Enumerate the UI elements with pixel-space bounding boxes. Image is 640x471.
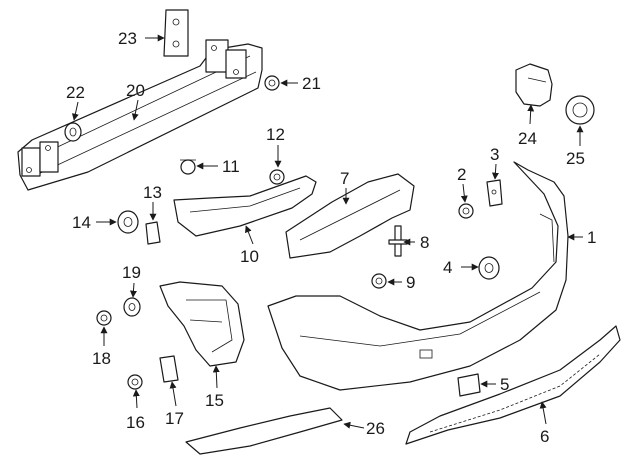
retainer-17: [159, 355, 179, 383]
grommet-25: [565, 95, 595, 125]
callout-8: 8: [420, 233, 429, 252]
callout-11: 11: [222, 157, 240, 176]
block-5: [457, 373, 481, 397]
bumper-cover-1: [267, 161, 569, 391]
callout-25: 25: [566, 149, 585, 168]
reinforcement-beam-part: [17, 39, 263, 191]
callout-12: 12: [266, 125, 285, 144]
callout-17: 17: [165, 409, 184, 428]
isolator-bumper-4: [478, 256, 500, 280]
callout-18: 18: [92, 349, 111, 368]
energy-absorber-7: [285, 173, 415, 259]
inner-panel-15: [159, 281, 245, 367]
clip-16: [127, 374, 143, 390]
callout-21: 21: [302, 74, 321, 93]
nut-9: [371, 273, 387, 289]
callout-14: 14: [72, 213, 91, 232]
callout-10: 10: [240, 247, 259, 266]
isolator-bumper-14: [117, 210, 139, 234]
stud-8: [388, 225, 408, 257]
callout-9: 9: [406, 273, 415, 292]
isolator-bumper-19: [123, 297, 141, 317]
nut-12: [269, 169, 285, 185]
isolator-bumper-22: [64, 122, 82, 142]
callout-6: 6: [540, 427, 549, 446]
callout-22: 22: [66, 83, 85, 102]
clip-11: [180, 159, 196, 175]
callout-16: 16: [126, 413, 145, 432]
callout-1: 1: [587, 228, 596, 247]
callout-4: 4: [443, 258, 452, 277]
callout-26: 26: [366, 419, 385, 438]
callout-7: 7: [340, 169, 349, 188]
callout-5: 5: [500, 375, 509, 394]
callout-2: 2: [457, 165, 466, 184]
callout-15: 15: [205, 391, 224, 410]
callout-13: 13: [143, 183, 162, 202]
callout-23: 23: [118, 29, 137, 48]
mounting-bracket-part: [163, 9, 189, 57]
lower-trim-6: [405, 325, 621, 445]
side-bracket-10: [173, 175, 317, 237]
callout-19: 19: [122, 263, 141, 282]
nut-21: [264, 75, 280, 91]
callout-24: 24: [518, 129, 537, 148]
sensor-housing-24: [515, 63, 553, 107]
callout-20: 20: [126, 81, 145, 100]
retainer-13: [145, 221, 161, 245]
callout-3: 3: [490, 145, 499, 164]
leader-lines: [71, 34, 584, 429]
clip-2: [458, 203, 474, 219]
reflector-trim-26: [185, 407, 343, 455]
bracket-3: [486, 179, 503, 207]
nut-18: [96, 310, 112, 326]
